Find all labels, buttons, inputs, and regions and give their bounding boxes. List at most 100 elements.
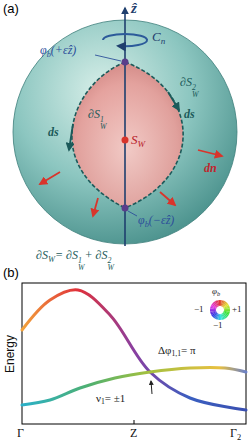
script-text: b [145,220,149,229]
pole-point [122,59,129,66]
script-pair: 1W [100,116,107,131]
script-pair: 2W [107,257,114,272]
phase-wheel [210,310,216,312]
band-curve [22,290,246,410]
script-text: W [138,139,146,149]
math-label: ∂SW= ∂S1W+ ∂S2W [36,249,114,271]
label-text: ∂S [180,75,192,89]
phase-wheel [223,305,229,309]
math-label: ∂S2W [180,76,198,98]
label-text: = π [181,344,196,356]
label-text: (a) [3,1,19,16]
normal-arrow [93,198,98,216]
math-label: (b) [3,266,19,280]
label-text: Γ [230,426,237,440]
script-text: b [217,290,220,297]
math-label: ds [184,108,195,121]
label-text: (b) [3,265,19,280]
phase-wheel [215,301,219,307]
label-text: ν [96,392,101,404]
pointer-arrow [151,381,152,394]
label-text: (+εẑ) [51,43,77,57]
phase-wheel [224,307,230,310]
script-text: b [47,50,51,59]
math-label: Energy [4,335,17,373]
script-text: 1 [100,116,107,123]
script-text: W [78,264,85,271]
label-text: Γ [17,426,24,440]
math-label: (a) [3,2,19,16]
script-text: 1 [78,257,85,264]
phase-wheel [221,313,225,319]
normal-arrow [160,192,175,205]
script-text: 1 [101,397,105,406]
label-text: φ [212,286,217,296]
normal-arrow [198,150,222,156]
center-point [122,137,129,144]
label-text: = ∂S [55,248,78,262]
phase-wheel [220,314,222,320]
script-text: W [48,255,55,264]
region-sw [72,62,183,208]
script-text: W [100,123,107,130]
phase-wheel [221,314,224,320]
math-label: Cn [152,30,165,46]
label-text: ẑ [131,0,137,16]
label-text: dn [204,161,217,175]
label-text: ds [184,107,195,121]
script-text: 1,1 [171,349,181,358]
script-text: 2 [192,84,199,91]
math-label: ẑ [131,0,137,17]
math-label: SW [131,133,145,149]
label-text: +1 [232,304,242,314]
boundary-2 [125,62,183,208]
label-text: C [152,29,161,44]
label-text: φ [40,43,47,57]
math-label: dn [204,162,217,175]
label-text: = ±1 [105,392,126,404]
boundary-1 [72,62,125,208]
math-label: −1 [194,305,204,315]
phase-wheel [224,308,230,310]
leader-line [95,55,121,61]
tangent-arrow [69,124,73,150]
label-text: S [131,132,138,147]
rotation-arrow [103,34,147,46]
math-label: −1 [213,321,223,331]
tangent-arrow [168,92,179,110]
phase-wheel [211,311,217,315]
label-text: φ [138,213,145,227]
script-text: W [107,264,114,271]
math-label: Γ2 [230,427,241,442]
math-label: Δφ1,1= π [158,344,196,359]
math-label: Z [130,427,137,440]
math-label: Γ [17,427,24,440]
label-text: Z [130,426,137,440]
label-text: ∂S [88,107,100,121]
label-text: Δφ [158,344,171,356]
plot-frame [22,283,246,424]
label-text: −1 [213,320,223,330]
script-text: n [161,36,166,46]
band-curve [22,367,246,405]
math-label: ∂S1W [88,108,106,130]
math-label: φb(+εẑ) [40,44,76,59]
math-label: ν1= ±1 [96,392,125,407]
tick [134,420,135,424]
math-label: +1 [232,305,242,315]
phase-wheel [210,311,216,314]
phase-wheel [217,300,220,306]
leader-line [128,211,137,216]
label-text: −1 [194,304,204,314]
label-text: (−εẑ) [149,213,175,227]
script-pair: 2W [192,84,199,99]
script-text: W [192,91,199,98]
pole-point [122,205,129,212]
label-text: ds [48,125,59,139]
label-text: + ∂S [84,248,107,262]
normal-arrow [40,172,60,184]
label-text: ∂S [36,248,48,262]
label-text: Energy [3,335,17,373]
math-label: φb(−εẑ) [138,214,174,229]
